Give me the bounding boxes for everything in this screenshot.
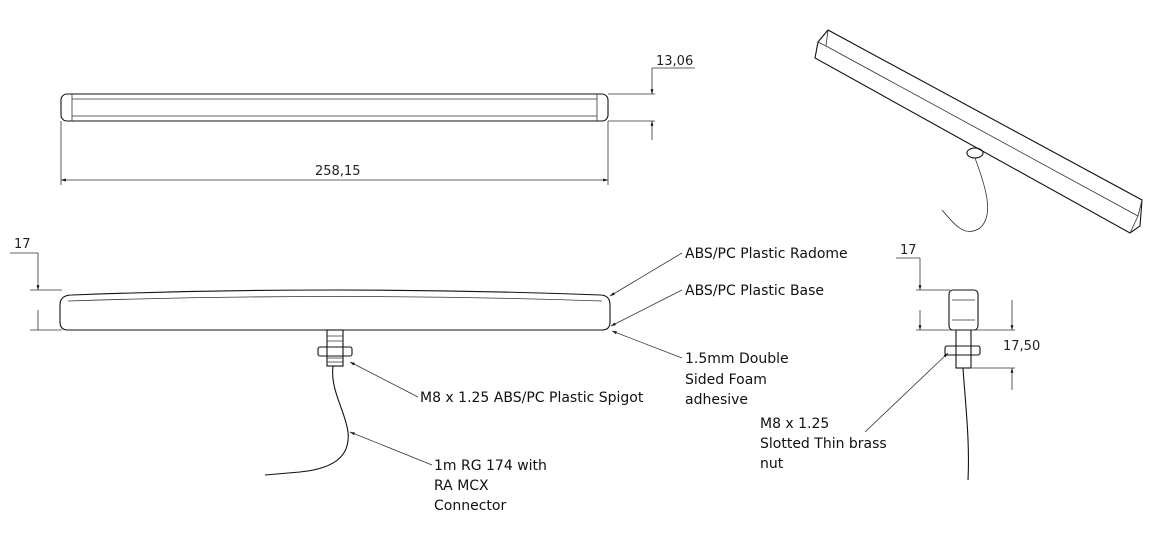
nut-label-line2: Slotted Thin brass [760, 436, 887, 452]
spigot-label: M8 x 1.25 ABS/PC Plastic Spigot [420, 390, 644, 406]
width-dimension: 13,06 [656, 54, 693, 69]
end-view: 17 17,50 [896, 243, 1040, 481]
leaders [349, 252, 949, 466]
side-view: 17 [10, 237, 611, 476]
radome-label: ABS/PC Plastic Radome [685, 246, 848, 262]
end-height-dimension: 17 [900, 243, 917, 258]
cable-label-line1: 1m RG 174 with [434, 458, 547, 474]
spigot-length-dimension: 17,50 [1003, 339, 1040, 354]
nut-label-line1: M8 x 1.25 [760, 416, 829, 432]
top-view: 258,15 13,06 [60, 54, 695, 185]
isometric-view [814, 29, 1143, 234]
foam-label-line1: 1.5mm Double [685, 351, 789, 367]
foam-label-line2: Sided Foam [685, 372, 767, 388]
cable-label-line3: Connector [434, 498, 506, 514]
side-height-dimension: 17 [14, 237, 31, 252]
nut-label-line3: nut [760, 456, 784, 472]
length-dimension: 258,15 [315, 164, 361, 179]
base-label: ABS/PC Plastic Base [685, 283, 824, 299]
cable-label-line2: RA MCX [434, 478, 489, 494]
foam-label-line3: adhesive [685, 392, 748, 408]
